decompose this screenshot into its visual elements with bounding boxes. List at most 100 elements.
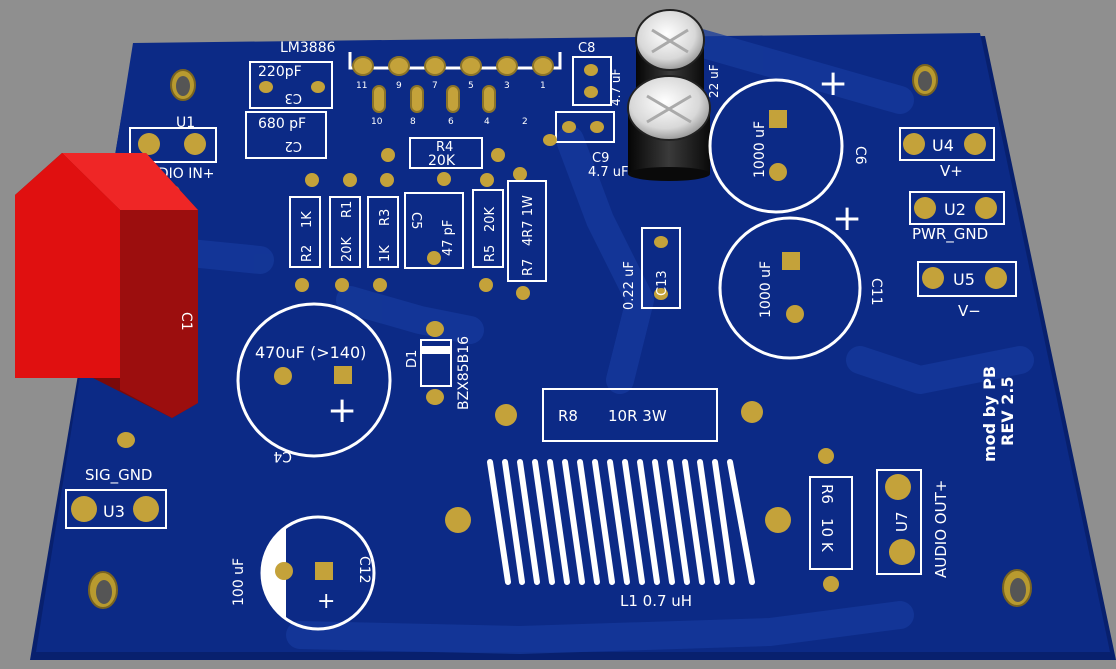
svg-text:+: + [317,589,335,614]
resistor-r8[interactable]: R8 10R 3W [495,388,763,442]
svg-text:8: 8 [410,117,416,127]
capacitor-c13[interactable]: C13 0.22 uF [622,227,681,310]
capacitor-c4[interactable]: 470uF (>140) + C4 [236,302,392,464]
board [36,33,1110,652]
svg-text:AUDIO OUT+: AUDIO OUT+ [932,480,950,578]
svg-text:BZX85B16: BZX85B16 [456,336,472,410]
svg-text:+: + [818,63,848,104]
svg-text:+: + [832,198,862,239]
resistor-r7[interactable]: R7 4R7 1W [507,180,547,282]
svg-text:D1: D1 [405,350,420,368]
svg-text:mod by PB: mod by PB [980,366,999,462]
svg-text:20K: 20K [340,236,355,262]
svg-text:47 pF: 47 pF [441,220,456,256]
credits: mod by PB REV 2.5 [980,366,1017,462]
capacitor-c2[interactable]: 680 pF C2 [245,111,327,159]
svg-text:7: 7 [432,81,438,91]
svg-text:+: + [327,390,357,431]
svg-text:R1: R1 [340,201,355,218]
diode-d1[interactable]: D1 BZX85B16 [405,321,472,410]
svg-text:R6: R6 [818,484,836,504]
svg-text:4R7 1W: 4R7 1W [521,195,536,246]
capacitor-c10[interactable]: 22 uF [627,9,721,181]
connector-u3[interactable]: SIG_GND U3 [65,466,167,529]
svg-text:C13: C13 [655,270,670,296]
svg-text:V−: V− [958,302,981,320]
svg-text:100 uF: 100 uF [231,558,247,606]
svg-text:R7: R7 [521,259,536,276]
svg-text:20K: 20K [483,206,498,232]
svg-text:R4: R4 [436,140,453,155]
ic-label: LM3886 [280,40,336,56]
svg-text:U5: U5 [953,270,975,289]
svg-text:1K: 1K [378,245,393,262]
svg-text:680 pF: 680 pF [258,116,306,132]
svg-text:REV 2.5: REV 2.5 [998,376,1017,446]
capacitor-c8[interactable]: C8 4.7 uF [572,41,623,106]
svg-text:9: 9 [396,81,402,91]
connector-u7[interactable]: U7 AUDIO OUT+ [876,469,950,578]
svg-text:4.7 uF: 4.7 uF [609,68,623,106]
svg-text:220pF: 220pF [258,64,302,80]
svg-text:1000 uF: 1000 uF [752,121,768,178]
svg-text:R2: R2 [300,245,315,262]
resistor-r1[interactable]: R1 20K [329,196,361,268]
svg-text:C5: C5 [408,212,423,229]
resistor-r3[interactable]: R3 1K [367,196,399,268]
svg-text:4.7 uF: 4.7 uF [588,165,629,180]
resistor-pads-top [295,167,530,300]
resistor-r4[interactable]: R4 20K [381,137,505,169]
svg-text:10R 3W: 10R 3W [608,407,667,425]
connector-u5[interactable]: U5 V− [917,261,1017,320]
capacitor-c5[interactable]: C5 47 pF [404,192,464,269]
ic-lm3886[interactable]: LM3886 11 9 7 5 3 1 10 8 6 4 2 [280,40,562,127]
capacitor-c12[interactable]: + 100 uF C12 [231,515,376,631]
resistor-r2[interactable]: R2 1K [289,196,321,268]
svg-text:0.22 uF: 0.22 uF [622,261,637,310]
connector-u2[interactable]: U2 PWR_GND [909,191,1005,244]
svg-text:2: 2 [522,117,528,127]
svg-text:10 K: 10 K [818,518,836,553]
svg-text:R5: R5 [483,245,498,262]
svg-text:3: 3 [504,81,510,91]
svg-text:R8: R8 [558,407,578,425]
svg-text:C2: C2 [285,138,302,153]
connector-u4[interactable]: U4 V+ [899,127,995,180]
svg-text:R3: R3 [378,209,393,226]
svg-text:C1: C1 [178,312,194,331]
svg-text:C12: C12 [356,556,372,584]
inductor-l1[interactable]: L1 0.7 uH [445,459,791,610]
svg-text:U7: U7 [893,511,911,532]
svg-text:20K: 20K [428,153,456,169]
svg-text:10: 10 [371,117,383,127]
svg-text:6: 6 [448,117,454,127]
svg-text:C4: C4 [273,448,292,464]
capacitor-c1[interactable]: C1 [15,153,198,448]
svg-text:C11: C11 [868,278,884,306]
svg-text:1000 uF: 1000 uF [758,261,774,318]
svg-text:V+: V+ [940,162,963,180]
svg-text:C6: C6 [852,146,868,165]
capacitor-c11[interactable]: + 1000 uF C11 [718,198,884,360]
svg-text:L1 0.7 uH: L1 0.7 uH [620,592,692,610]
svg-text:PWR_GND: PWR_GND [912,225,988,244]
svg-text:U3: U3 [103,502,125,521]
svg-text:SIG_GND: SIG_GND [85,466,152,485]
svg-text:5: 5 [468,81,474,91]
svg-text:U4: U4 [932,136,954,155]
svg-text:1: 1 [540,81,546,91]
copper-traces [146,26,1034,654]
capacitor-c6[interactable]: + 1000 uF C6 [708,63,868,214]
svg-text:22 uF: 22 uF [707,64,721,98]
resistor-r6[interactable]: R6 10 K [809,448,853,592]
capacitor-c3[interactable]: 220pF C3 [249,61,333,109]
svg-text:C9: C9 [592,151,609,166]
svg-text:C3: C3 [285,90,302,105]
svg-text:11: 11 [356,81,367,91]
mounting-holes [88,64,1032,609]
svg-text:4: 4 [484,117,490,127]
capacitor-c9[interactable]: C9 4.7 uF [543,111,629,180]
svg-text:U1: U1 [176,115,195,131]
resistor-r5[interactable]: R5 20K [472,189,504,268]
